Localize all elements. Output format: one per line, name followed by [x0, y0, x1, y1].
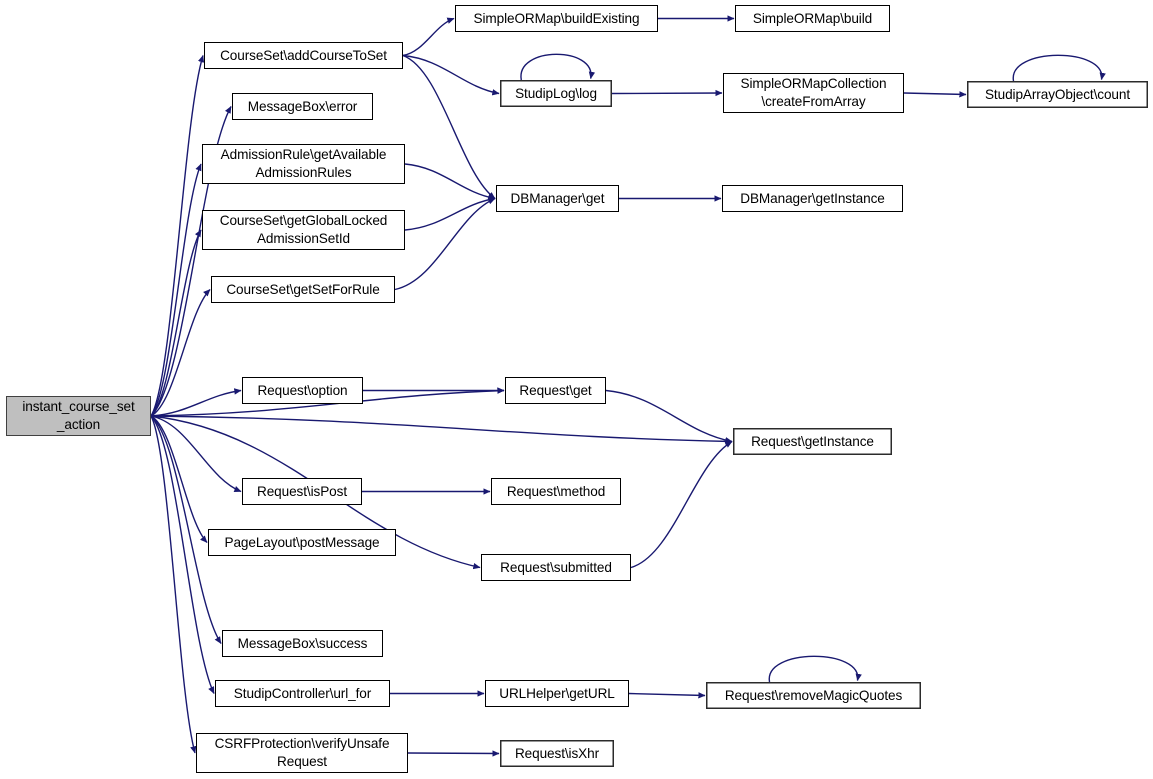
graph-node[interactable]: AdmissionRule\getAvailable AdmissionRule…	[202, 144, 405, 184]
graph-node[interactable]: Request\isPost	[242, 478, 362, 505]
edge-addCourseToSet-to-dbManagerGet	[402, 54, 496, 200]
edge-addCourseToSet-to-studipLog	[402, 54, 500, 96]
edge-root-to-requestGet	[150, 387, 505, 417]
edge-createFromArray-to-arrayCount	[903, 91, 967, 98]
edge-root-to-urlFor	[150, 415, 215, 695]
graph-node[interactable]: MessageBox\success	[222, 630, 383, 657]
graph-node[interactable]: SimpleORMapCollection \createFromArray	[723, 73, 904, 113]
edge-verifyUnsafe-to-requestIsXhr	[407, 750, 500, 757]
edge-requestSubmitted-to-requestInstance	[630, 440, 733, 569]
edge-root-to-admissionRules	[150, 163, 202, 417]
graph-node[interactable]: CourseSet\getSetForRule	[211, 276, 395, 303]
graph-node[interactable]: Request\get	[505, 377, 606, 404]
graph-node[interactable]: Request\submitted	[481, 554, 631, 581]
edge-root-to-getSetForRule	[150, 289, 211, 417]
edge-admissionRules-to-dbManagerGet	[404, 163, 496, 201]
graph-node[interactable]: PageLayout\postMessage	[208, 529, 396, 556]
edge-getSetForRule-to-dbManagerGet	[394, 197, 496, 291]
edge-root-to-globalLocked	[150, 229, 202, 417]
graph-node[interactable]: DBManager\get	[496, 185, 619, 212]
edge-getURL-to-removeMagicQuotes	[628, 692, 706, 699]
edge-root-to-messageBoxSuccess	[150, 415, 222, 644]
edge-self-removeMagicQuotes	[768, 655, 862, 683]
edge-root-to-postMessage	[150, 415, 208, 543]
graph-node[interactable]: StudipArrayObject\count	[967, 81, 1148, 108]
graph-node[interactable]: SimpleORMap\buildExisting	[455, 5, 658, 32]
graph-node[interactable]: Request\option	[242, 377, 363, 404]
graph-node[interactable]: StudipLog\log	[500, 80, 612, 107]
graph-node[interactable]: CSRFProtection\verifyUnsafe Request	[196, 733, 408, 773]
edge-root-to-requestOption	[150, 388, 242, 417]
edge-root-to-requestInstance	[150, 415, 733, 445]
edge-self-arrayCount	[1012, 54, 1106, 82]
graph-node[interactable]: URLHelper\getURL	[485, 680, 629, 707]
edge-self-studipLog	[520, 53, 596, 81]
edge-root-to-addCourseToSet	[150, 54, 205, 417]
graph-node[interactable]: Request\method	[491, 478, 621, 505]
graph-node[interactable]: MessageBox\error	[232, 93, 373, 120]
graph-node[interactable]: Request\isXhr	[500, 740, 614, 767]
graph-node[interactable]: CourseSet\addCourseToSet	[204, 42, 403, 69]
graph-node[interactable]: SimpleORMap\build	[735, 5, 890, 32]
edge-root-to-verifyUnsafe	[150, 415, 197, 754]
graph-node[interactable]: DBManager\getInstance	[722, 185, 903, 212]
edge-requestGet-to-requestInstance	[605, 389, 733, 444]
edge-studipLog-to-createFromArray	[611, 89, 723, 97]
graph-node[interactable]: Request\getInstance	[733, 428, 892, 455]
edge-root-to-messageBoxError	[150, 105, 232, 417]
edge-addCourseToSet-to-buildExisting	[402, 17, 455, 57]
graph-node[interactable]: Request\removeMagicQuotes	[706, 682, 921, 709]
graph-node-root[interactable]: instant_course_set _action	[6, 396, 151, 436]
edge-globalLocked-to-dbManagerGet	[404, 196, 496, 231]
graph-node[interactable]: CourseSet\getGlobalLocked AdmissionSetId	[202, 210, 405, 250]
graph-node[interactable]: StudipController\url_for	[215, 680, 390, 707]
edge-root-to-requestIsPost	[150, 415, 242, 493]
